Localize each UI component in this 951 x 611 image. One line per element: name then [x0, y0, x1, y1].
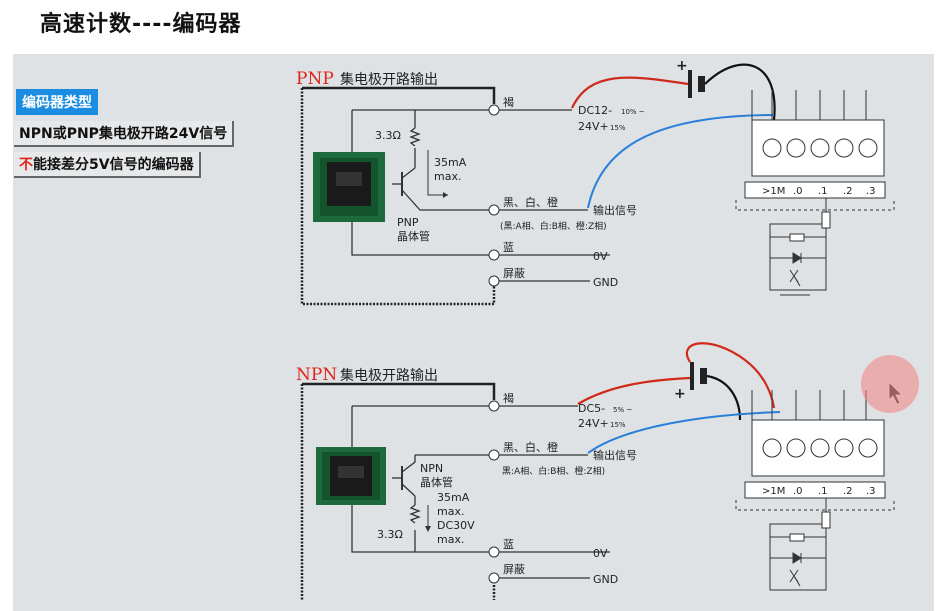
- npn-voltage-max: max.: [437, 533, 464, 546]
- npn-terminal-2: .2: [843, 486, 853, 497]
- pnp-enclosure-top: [302, 86, 496, 104]
- info-line-signal-text: NPN或PNP集电极开路24V信号: [19, 126, 228, 142]
- npn-resistor: [409, 504, 421, 524]
- pnp-circuit: PNP 集电极开路输出 3.3Ω 35mA max. PNP 晶体管: [296, 58, 895, 306]
- npn-dc-24v: 24V+: [578, 417, 609, 430]
- info-line-negation: 不: [19, 157, 33, 173]
- npn-terminal-0: .0: [793, 486, 803, 497]
- pnp-black-wire: [704, 63, 776, 121]
- npn-current-max: max.: [437, 505, 464, 518]
- npn-plus-sign: +: [674, 386, 686, 402]
- pnp-transistor: [401, 167, 494, 211]
- pnp-type-label: PNP: [296, 69, 334, 89]
- npn-heading: 集电极开路输出: [340, 367, 438, 384]
- pnp-plus-sign: +: [676, 58, 688, 74]
- npn-blue-label: 蓝: [503, 538, 514, 551]
- pnp-encoder-chip: [313, 152, 385, 222]
- npn-encoder-chip: [316, 447, 386, 505]
- npn-terminal-1: .1: [818, 486, 828, 497]
- pnp-dc-label: DC12-: [578, 104, 612, 117]
- npn-output-wires: 黑、白、橙: [503, 440, 558, 454]
- npn-blue-wire: [587, 411, 781, 454]
- pnp-dc-24v: 24V+: [578, 120, 609, 133]
- page-title: 高速计数----编码器: [40, 12, 242, 37]
- pnp-red-wire: [571, 76, 689, 109]
- npn-transistor-label: NPN: [420, 462, 443, 475]
- npn-red-wire-lower: [577, 376, 691, 405]
- pnp-terminal-1: .1: [818, 186, 828, 197]
- npn-black-wire: [706, 374, 742, 421]
- pnp-output-wires: 黑、白、橙: [503, 195, 558, 209]
- npn-dc-tolerance-high: 15%: [610, 421, 626, 429]
- npn-transistor-label2: 晶体管: [420, 475, 453, 489]
- npn-resistor-value: 3.3Ω: [377, 528, 403, 541]
- pnp-transistor-label2: 晶体管: [397, 229, 430, 243]
- npn-voltage: DC30V: [437, 519, 475, 532]
- npn-current: 35mA: [437, 491, 470, 504]
- pnp-enclosure: [300, 88, 496, 306]
- npn-plc-terminal-block: >1M .0 .1 .2 .3: [735, 390, 895, 591]
- pnp-terminal-0: .0: [793, 186, 803, 197]
- pnp-terminal-3: .3: [866, 186, 876, 197]
- pnp-resistor-value: 3.3Ω: [375, 129, 401, 142]
- pnp-current-max: max.: [434, 170, 461, 183]
- pnp-blue-label: 蓝: [503, 241, 514, 254]
- info-line-differential-text: 能接差分5V信号的编码器: [33, 157, 194, 173]
- pnp-current: 35mA: [434, 156, 467, 169]
- npn-dc-label: DC5-: [578, 402, 605, 415]
- pnp-dc-tolerance-low: 10% ~: [621, 108, 645, 116]
- info-line-differential: 不能接差分5V信号的编码器: [14, 152, 201, 178]
- npn-enclosure-top: [302, 382, 496, 400]
- pnp-gnd-label: GND: [593, 276, 618, 289]
- npn-brown-label: 褐: [503, 391, 514, 405]
- npn-dc-tolerance-low: 5% ~: [613, 406, 632, 414]
- pnp-terminal-2: .2: [843, 186, 853, 197]
- info-line-signal: NPN或PNP集电极开路24V信号: [14, 121, 235, 147]
- pnp-heading: 集电极开路输出: [340, 71, 438, 88]
- pnp-plc-terminal-block: >1M .0 .1 .2 .3: [735, 90, 895, 296]
- pnp-output-phases: (黑:A相、白:B相、橙:Z相): [500, 220, 607, 232]
- pnp-blue-wire: [587, 114, 775, 209]
- pnp-output-signal: 输出信号: [593, 203, 637, 217]
- pnp-resistor: [409, 127, 421, 147]
- npn-type-label: NPN: [296, 365, 337, 385]
- encoder-type-label: 编码器类型: [16, 89, 98, 115]
- npn-circuit: NPN 集电极开路输出 3.3Ω NPN 晶体管 35mA max. DC30V…: [296, 342, 895, 600]
- npn-0v-label: 0V: [593, 547, 608, 560]
- pnp-transistor-label: PNP: [397, 216, 419, 229]
- npn-battery: [690, 362, 694, 390]
- pnp-battery: [688, 70, 692, 98]
- npn-terminal-1m: >1M: [762, 486, 785, 497]
- npn-shield-label: 屏蔽: [503, 563, 525, 576]
- pnp-0v-label: 0V: [593, 250, 608, 263]
- npn-red-wire: [685, 342, 776, 409]
- pnp-brown-label: 褐: [503, 95, 514, 109]
- pnp-dc-tolerance-high: 15%: [610, 124, 626, 132]
- npn-output-phases: 黑:A相、白:B相、橙:Z相): [502, 465, 605, 477]
- pnp-terminal-1m: >1M: [762, 186, 785, 197]
- npn-gnd-label: GND: [593, 573, 618, 586]
- click-highlight: [861, 355, 919, 413]
- npn-output-signal: 输出信号: [593, 448, 637, 462]
- pnp-shield-label: 屏蔽: [503, 267, 525, 280]
- npn-terminal-3: .3: [866, 486, 876, 497]
